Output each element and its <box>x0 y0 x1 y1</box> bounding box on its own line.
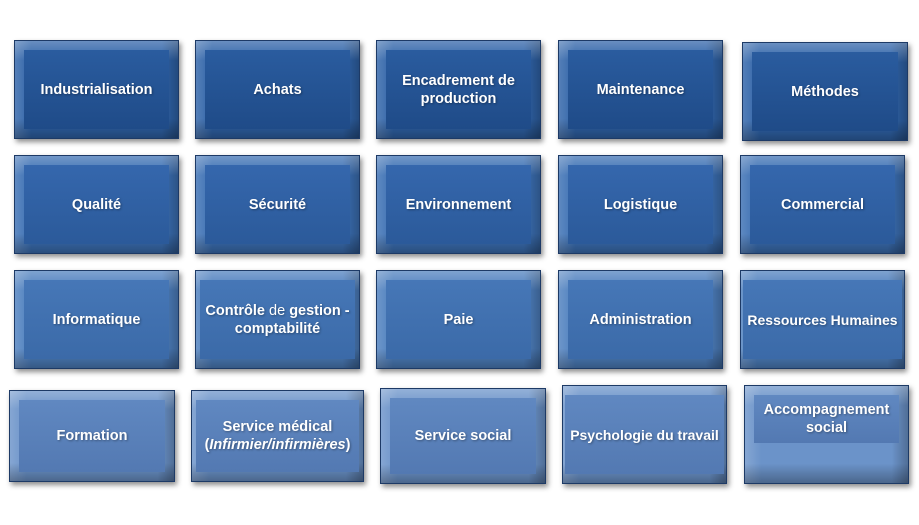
box-label: Industrialisation <box>40 81 153 98</box>
box-label: Service médical (Infirmier/infirmières) <box>205 418 351 454</box>
box-securite: Sécurité <box>195 155 360 254</box>
box-service-social: Service social <box>380 388 546 484</box>
box-label: Environnement <box>405 196 512 213</box>
box-label: Administration <box>589 311 692 328</box>
box-label: Accompagnement social <box>763 402 890 436</box>
box-industrialisation: Industrialisation <box>14 40 179 139</box>
infirmier-text: Infirmier/infirmières <box>209 437 346 453</box>
service-medical-line: Service médical <box>222 419 333 435</box>
box-label: Commercial <box>780 196 864 213</box>
box-label: Sécurité <box>248 196 307 213</box>
box-label: Service social <box>414 428 512 444</box>
box-methodes: Méthodes <box>742 42 908 141</box>
box-label: Maintenance <box>596 81 685 98</box>
de-word: de <box>265 302 290 319</box>
paren-close: ) <box>345 437 351 453</box>
box-label: Psychologie du travail <box>570 426 719 443</box>
box-maintenance: Maintenance <box>558 40 723 139</box>
paren-open: ( <box>204 437 210 453</box>
box-label: Contrôle de gestion - comptabilité <box>205 302 349 338</box>
box-achats: Achats <box>195 40 360 139</box>
box-label: Méthodes <box>791 83 859 100</box>
box-formation: Formation <box>9 390 175 482</box>
box-label: Informatique <box>52 311 141 328</box>
box-label: Paie <box>443 311 474 328</box>
box-paie: Paie <box>376 270 541 369</box>
box-label: Achats <box>253 81 302 98</box>
box-psychologie-du-travail: Psychologie du travail <box>562 385 727 484</box>
box-label: Logistique <box>603 196 678 213</box>
box-label: Encadrement de production <box>402 72 515 107</box>
box-label: Qualité <box>71 196 122 213</box>
box-informatique: Informatique <box>14 270 179 369</box>
box-service-medical: Service médical (Infirmier/infirmières) <box>191 390 364 482</box>
box-label: Formation <box>56 428 128 444</box>
box-environnement: Environnement <box>376 155 541 254</box>
gestion-word: gestion - <box>289 302 350 319</box>
box-qualite: Qualité <box>14 155 179 254</box>
box-commercial: Commercial <box>740 155 905 254</box>
box-controle-de-gestion-comptabilite: Contrôle de gestion - comptabilité <box>195 270 360 369</box>
comptabilite-line: comptabilité <box>234 320 321 337</box>
box-label: Ressources Humaines <box>747 311 898 328</box>
infirmier-line: (Infirmier/infirmières) <box>205 436 351 454</box>
controle-word: Contrôle <box>205 302 265 319</box>
box-encadrement-de-production: Encadrement de production <box>376 40 541 139</box>
box-administration: Administration <box>558 270 723 369</box>
box-logistique: Logistique <box>558 155 723 254</box>
box-ressources-humaines: Ressources Humaines <box>740 270 905 369</box>
box-accompagnement-social: Accompagnement social <box>744 385 909 484</box>
